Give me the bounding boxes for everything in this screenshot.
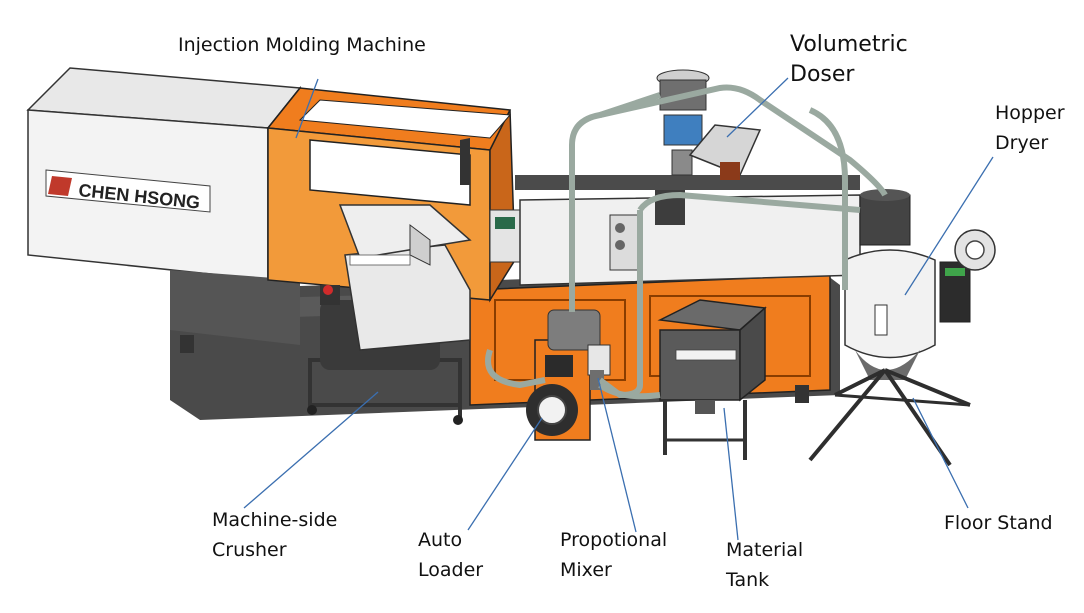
- machine-side-crusher: [307, 204, 472, 425]
- leader-proportional-mixer: [597, 377, 637, 533]
- label-injection-molding-machine: Injection Molding Machine: [178, 34, 426, 56]
- leader-lines: [243, 77, 994, 541]
- label-machine-side-crusher: Machine-side Crusher: [212, 509, 338, 561]
- leader-material-tank: [723, 407, 739, 541]
- material-tank: [657, 299, 767, 460]
- injection-molding-machine: CHEN HSONG: [26, 67, 861, 420]
- label-auto-loader: Auto Loader: [418, 529, 484, 581]
- label-volumetric-doser: Volumetric Doser: [790, 32, 908, 87]
- label-hopper-dryer: Hopper Dryer: [995, 102, 1065, 154]
- label-proportional-mixer: Propotional Mixer: [560, 529, 668, 581]
- leader-injection-molding-machine: [295, 78, 319, 139]
- leader-floor-stand: [912, 397, 969, 509]
- leader-auto-loader: [467, 417, 543, 531]
- conveying-hoses: [485, 84, 888, 400]
- leader-hopper-dryer: [904, 156, 994, 296]
- leader-machine-side-crusher: [243, 391, 379, 509]
- hopper-dryer: [844, 189, 996, 380]
- label-material-tank: Material Tank: [726, 539, 804, 591]
- label-floor-stand: Floor Stand: [944, 512, 1053, 534]
- leader-volumetric-doser: [726, 77, 789, 138]
